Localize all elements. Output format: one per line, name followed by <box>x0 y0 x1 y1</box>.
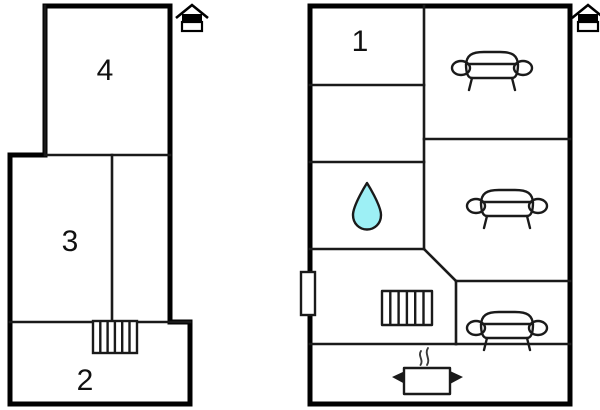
left-plan: 4 3 2 <box>7 3 209 407</box>
house-marker-upper-body <box>182 14 202 23</box>
radiator-icon <box>380 289 434 327</box>
pot-body <box>402 366 452 396</box>
sofa-icon <box>465 188 549 230</box>
sofa-leg-right <box>525 336 532 352</box>
water-drop-icon <box>351 181 383 231</box>
left-plan-outer-wall <box>7 3 193 407</box>
sofa-leg-left <box>482 214 489 230</box>
sofa-back <box>479 188 535 206</box>
sofa-back <box>479 310 535 328</box>
sofa-seat <box>479 200 535 218</box>
steam-line <box>418 350 423 366</box>
house-marker-lower-body <box>576 20 600 33</box>
house-marker-upper-body <box>578 14 598 23</box>
room-label-2: 2 <box>77 364 94 397</box>
sofa-leg-right <box>510 76 517 92</box>
right-plan: 1 <box>299 3 600 407</box>
steam-line <box>425 347 430 366</box>
right-wall-diagonal <box>422 247 458 283</box>
house-marker-roof-icon <box>571 3 600 20</box>
north-house-marker <box>571 3 600 33</box>
room-label-4: 4 <box>97 54 114 87</box>
pot-handle-right <box>450 371 463 384</box>
sofa-back <box>464 50 520 68</box>
room-label-1: 1 <box>352 25 369 58</box>
sofa-seat <box>479 322 535 340</box>
sofa-leg-left <box>482 336 489 352</box>
sofa-icon <box>450 50 534 92</box>
house-marker-lower-body <box>180 20 204 33</box>
sofa-leg-left <box>467 76 474 92</box>
north-house-marker <box>175 3 209 33</box>
water-drop-shape <box>351 181 383 231</box>
sofa-seat <box>464 62 520 80</box>
pot-handle-left <box>392 371 405 384</box>
staircase-icon <box>91 319 139 355</box>
sofa-icon <box>465 310 549 352</box>
house-marker-roof-icon <box>175 3 209 20</box>
right-plan-outer-wall <box>307 3 573 407</box>
cooking-pot-icon <box>392 347 463 396</box>
door-opening <box>299 270 317 317</box>
sofa-leg-right <box>525 214 532 230</box>
room-label-3: 3 <box>62 225 79 258</box>
